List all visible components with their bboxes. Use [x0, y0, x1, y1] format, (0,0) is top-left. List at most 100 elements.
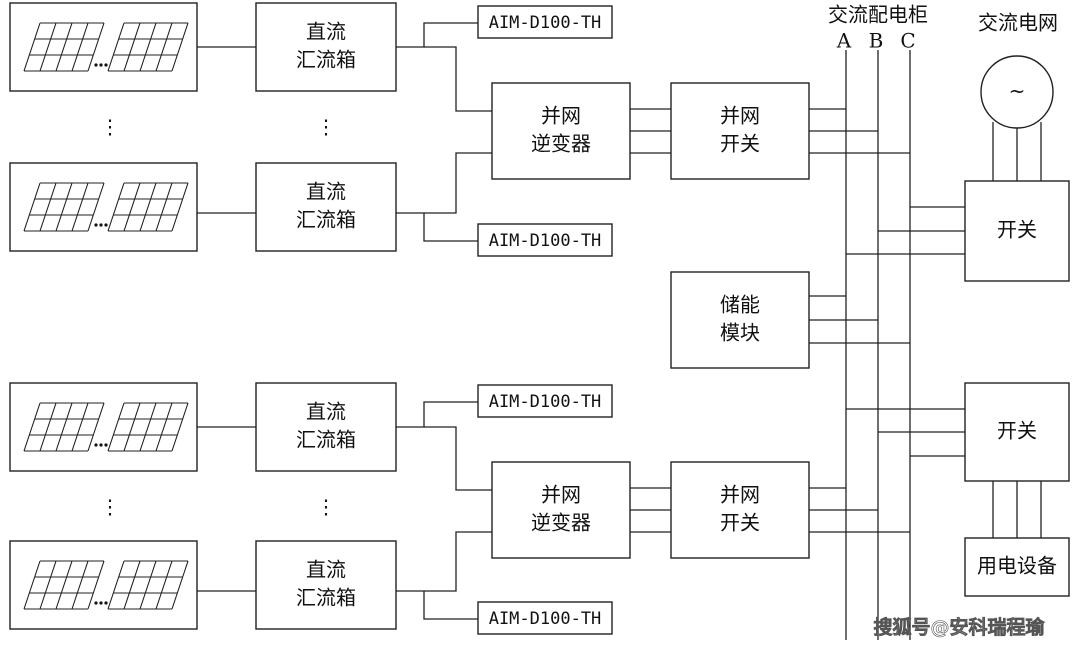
- panel-grid-line: [123, 22, 141, 72]
- grid-switch-box: [670, 461, 810, 559]
- panel-grid-line: [139, 402, 157, 452]
- combiner-to-monitor-wire: [396, 401, 478, 428]
- ellipsis-dot: [104, 601, 108, 605]
- dc-combiner-box: [255, 540, 397, 630]
- grid-switch-label: 并网: [720, 104, 760, 128]
- phase-label-c: C: [900, 29, 915, 53]
- solar-panel-icon: [107, 182, 189, 232]
- insulation-monitor-label: AIM-D100-TH: [489, 13, 602, 33]
- solar-panel-icon: [23, 402, 105, 452]
- panel-grid-line: [87, 22, 105, 72]
- combiner-to-inverter-wire: [424, 46, 492, 112]
- panel-grid-line: [39, 402, 57, 452]
- panel-grid-line: [155, 402, 173, 452]
- panel-grid-line: [55, 22, 73, 72]
- insulation-monitor-box: [477, 601, 613, 635]
- panel-grid-line: [39, 560, 57, 610]
- dc-combiner-label: 直流: [306, 558, 346, 582]
- dc-combiner-label: 汇流箱: [296, 208, 356, 232]
- panel-grid-line: [171, 182, 189, 232]
- panel-grid-line: [87, 402, 105, 452]
- panel-grid-line: [39, 22, 57, 72]
- panel-grid-line: [155, 22, 173, 72]
- solar-panel-icon: [107, 22, 189, 72]
- vertical-ellipsis-icon: ⋮: [316, 495, 336, 519]
- load-equipment-label: 用电设备: [977, 554, 1057, 578]
- insulation-monitor-label: AIM-D100-TH: [489, 392, 602, 412]
- solar-panel-icon: [23, 560, 105, 610]
- ac-cabinet-title: 交流配电柜: [828, 3, 928, 27]
- panel-grid-line: [55, 402, 73, 452]
- grid-switch-label: 并网: [720, 483, 760, 507]
- storage-module-label: 模块: [720, 321, 760, 345]
- pv-module-box: [9, 540, 198, 630]
- main-switch-label: 开关: [997, 218, 1037, 242]
- ellipsis-dot: [104, 223, 108, 227]
- component-blocks: [9, 2, 1070, 635]
- panel-grid-line: [39, 182, 57, 232]
- dc-combiner-label: 直流: [306, 180, 346, 204]
- load-equipment-box: [964, 537, 1070, 597]
- vertical-ellipsis-icon: ⋮: [316, 115, 336, 139]
- pv-module-box: [9, 2, 198, 92]
- panel-grid-line: [123, 560, 141, 610]
- storage-module-label: 储能: [720, 293, 760, 317]
- ellipsis-dot: [99, 223, 103, 227]
- panel-grid-line: [23, 402, 41, 452]
- dc-combiner-label: 直流: [306, 20, 346, 44]
- panel-grid-line: [71, 560, 89, 610]
- panel-grid-line: [107, 402, 125, 452]
- ellipsis-dot: [94, 601, 98, 605]
- grid-inverter-box: [491, 461, 631, 559]
- combiner-to-inverter-wire: [424, 152, 492, 214]
- dc-combiner-label: 汇流箱: [296, 48, 356, 72]
- panel-grid-line: [171, 22, 189, 72]
- solar-panel-icon: [23, 182, 105, 232]
- vertical-ellipsis-icon: ⋮: [100, 115, 120, 139]
- load-switch-box: [964, 382, 1070, 482]
- panel-grid-line: [155, 182, 173, 232]
- panel-grid-line: [107, 560, 125, 610]
- ac-grid-symbol: ~: [1009, 79, 1026, 103]
- grid-inverter-label: 逆变器: [531, 511, 591, 535]
- insulation-monitor-box: [477, 5, 613, 39]
- panel-grid-line: [171, 402, 189, 452]
- panel-grid-line: [23, 560, 41, 610]
- combiner-to-monitor-wire: [396, 590, 478, 620]
- ellipsis-dot: [99, 443, 103, 447]
- load-switch-label: 开关: [997, 419, 1037, 443]
- insulation-monitor-label: AIM-D100-TH: [489, 231, 602, 251]
- insulation-monitor-box: [477, 384, 613, 418]
- panel-grid-line: [71, 182, 89, 232]
- panel-grid-line: [155, 560, 173, 610]
- connection-wires: [197, 22, 1042, 640]
- insulation-monitor-box: [477, 223, 613, 257]
- dc-combiner-label: 汇流箱: [296, 586, 356, 610]
- panel-grid-line: [171, 560, 189, 610]
- panel-grid-line: [55, 560, 73, 610]
- dc-combiner-label: 汇流箱: [296, 428, 356, 452]
- grid-inverter-box: [491, 82, 631, 180]
- grid-inverter-label: 并网: [541, 104, 581, 128]
- solar-panel-icon: [107, 560, 189, 610]
- panel-grid-line: [107, 182, 125, 232]
- panel-grid-line: [123, 182, 141, 232]
- dc-combiner-box: [255, 2, 397, 92]
- watermark-text: 搜狐号@安科瑞程瑜: [873, 616, 1045, 639]
- labels: 直流汇流箱直流汇流箱AIM-D100-THAIM-D100-TH并网逆变器并网开…: [100, 3, 1058, 639]
- grid-switch-label: 开关: [720, 511, 760, 535]
- dc-combiner-label: 直流: [306, 400, 346, 424]
- solar-panel-icon: [23, 22, 105, 72]
- pv-module-box: [9, 162, 198, 252]
- combiner-to-monitor-wire: [396, 212, 478, 242]
- panel-grid-line: [23, 182, 41, 232]
- grid-switch-box: [670, 82, 810, 180]
- insulation-monitor-label: AIM-D100-TH: [489, 609, 602, 629]
- dc-combiner-box: [255, 162, 397, 252]
- ellipsis-dot: [99, 63, 103, 67]
- grid-inverter-label: 逆变器: [531, 132, 591, 156]
- phase-label-b: B: [869, 29, 884, 53]
- panel-grid-line: [123, 402, 141, 452]
- combiner-to-inverter-wire: [424, 426, 492, 491]
